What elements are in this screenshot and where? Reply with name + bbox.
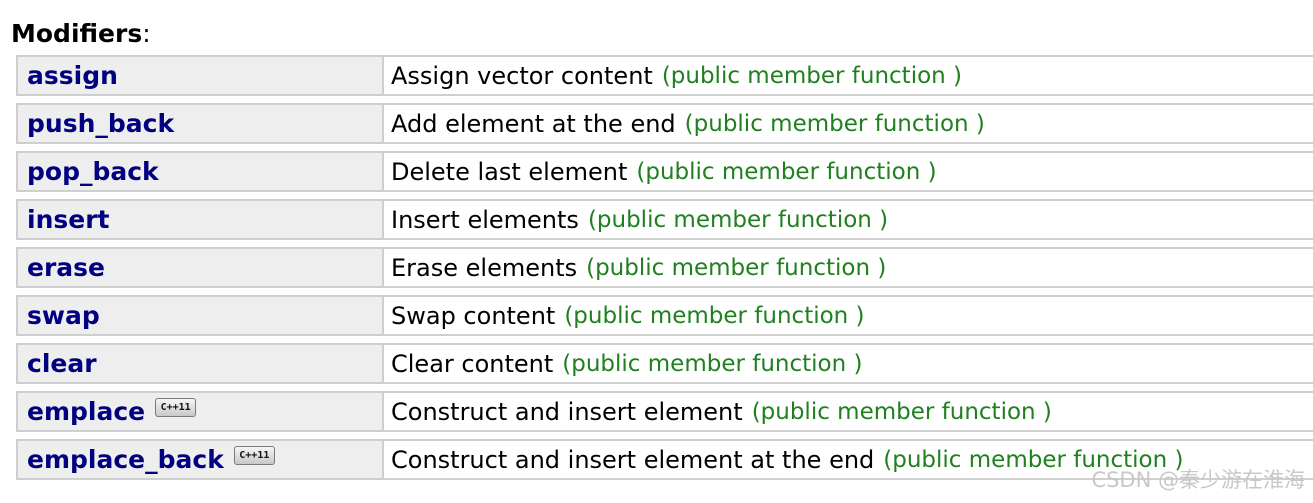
- member-kind: (public member function ): [564, 302, 865, 329]
- member-kind: (public member function ): [587, 206, 889, 233]
- member-link-clear[interactable]: clear: [27, 349, 97, 378]
- member-description-cell: Insert elements (public member function …: [384, 201, 1313, 238]
- table-row: push_back Add element at the end (public…: [16, 103, 1313, 144]
- member-name-cell: clear: [18, 345, 384, 382]
- table-row: emplace_back C++11 Construct and insert …: [16, 439, 1313, 480]
- member-description: Assign vector content: [391, 61, 653, 90]
- member-description-cell: Swap content (public member function ): [384, 297, 1313, 334]
- member-description-cell: Erase elements (public member function ): [384, 249, 1313, 286]
- member-kind: (public member function ): [684, 110, 985, 137]
- member-link-emplace-back[interactable]: emplace_back: [27, 445, 224, 474]
- member-link-pop-back[interactable]: pop_back: [27, 157, 159, 186]
- member-description: Erase elements: [391, 253, 578, 282]
- table-row: clear Clear content (public member funct…: [16, 343, 1313, 384]
- member-description: Construct and insert element: [391, 397, 743, 426]
- section-heading-label: Modifiers: [11, 19, 143, 48]
- member-kind: (public member function ): [586, 254, 887, 281]
- member-description-cell: Clear content (public member function ): [384, 345, 1313, 382]
- member-name-cell: assign: [18, 57, 384, 94]
- member-description: Construct and insert element at the end: [391, 445, 875, 474]
- member-description-cell: Delete last element (public member funct…: [384, 153, 1313, 190]
- member-description-cell: Assign vector content (public member fun…: [384, 57, 1313, 94]
- table-row: pop_back Delete last element (public mem…: [16, 151, 1313, 192]
- member-description: Insert elements: [391, 205, 579, 234]
- member-link-assign[interactable]: assign: [27, 61, 118, 90]
- member-description: Delete last element: [391, 157, 628, 186]
- member-name-cell: push_back: [18, 105, 384, 142]
- member-name-cell: emplace C++11: [18, 393, 384, 430]
- modifiers-table: assign Assign vector content (public mem…: [16, 55, 1313, 487]
- member-description-cell: Add element at the end (public member fu…: [384, 105, 1313, 142]
- member-description: Clear content: [391, 349, 554, 378]
- member-name-cell: pop_back: [18, 153, 384, 190]
- member-kind: (public member function ): [562, 350, 863, 377]
- member-link-insert[interactable]: insert: [27, 205, 110, 234]
- csdn-watermark: CSDN @秦少游在淮海: [1091, 468, 1305, 492]
- member-link-push-back[interactable]: push_back: [27, 109, 175, 138]
- member-link-emplace[interactable]: emplace: [27, 397, 146, 426]
- cpp11-icon: C++11: [155, 398, 197, 417]
- member-kind: (public member function ): [883, 446, 1184, 473]
- member-description-cell: Construct and insert element at the end …: [384, 441, 1313, 478]
- table-row: erase Erase elements (public member func…: [16, 247, 1313, 288]
- section-heading-colon: :: [142, 19, 151, 48]
- member-link-erase[interactable]: erase: [27, 253, 105, 282]
- table-row: assign Assign vector content (public mem…: [16, 55, 1313, 96]
- member-name-cell: erase: [18, 249, 384, 286]
- member-kind: (public member function ): [751, 398, 1052, 425]
- member-link-swap[interactable]: swap: [27, 301, 100, 330]
- member-kind: (public member function ): [661, 62, 963, 89]
- section-heading: Modifiers:: [11, 17, 151, 51]
- cpp11-icon: C++11: [233, 446, 275, 465]
- member-kind: (public member function ): [636, 158, 937, 185]
- table-row: emplace C++11 Construct and insert eleme…: [16, 391, 1313, 432]
- member-name-cell: insert: [18, 201, 384, 238]
- table-row: swap Swap content (public member functio…: [16, 295, 1313, 336]
- member-name-cell: emplace_back C++11: [18, 441, 384, 478]
- member-name-cell: swap: [18, 297, 384, 334]
- member-description: Add element at the end: [391, 109, 676, 138]
- table-row: insert Insert elements (public member fu…: [16, 199, 1313, 240]
- member-description-cell: Construct and insert element (public mem…: [384, 393, 1313, 430]
- member-description: Swap content: [391, 301, 556, 330]
